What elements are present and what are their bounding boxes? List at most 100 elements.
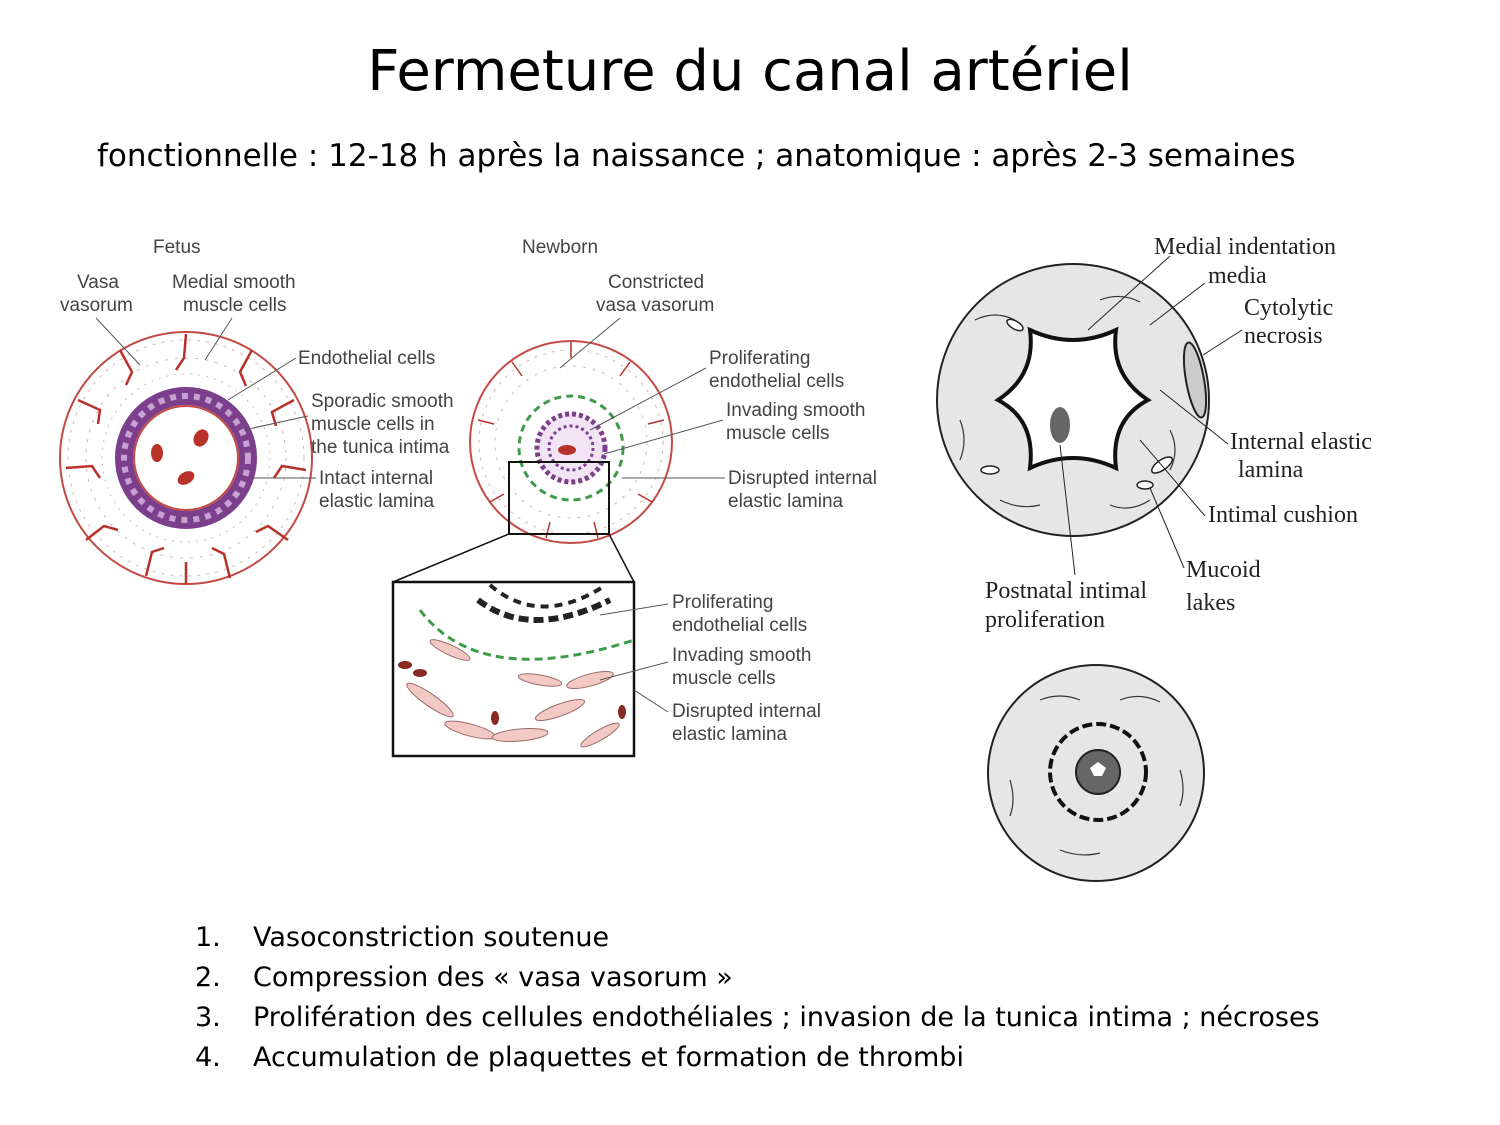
list-item: 3. Prolifération des cellules endothélial… xyxy=(195,998,1320,1038)
inset-endothelium xyxy=(476,597,612,623)
leader-line xyxy=(1059,444,1076,576)
fetus-diagram: Fetus Vasa vasorum Media xyxy=(59,237,454,585)
inset-prolif-label: endothelial cells xyxy=(672,615,807,636)
leader-line xyxy=(559,317,621,369)
list-text: Prolifération des cellules endothéliales… xyxy=(253,1002,1320,1033)
leader-line xyxy=(227,357,297,401)
newborn-disrupted-label: Disrupted internal xyxy=(728,468,877,489)
fetus-media-texture xyxy=(85,357,287,559)
inset-invading-label: muscle cells xyxy=(672,668,775,689)
newborn-vasa-vasorum xyxy=(477,342,665,539)
list-text: Vasoconstriction soutenue xyxy=(253,922,610,953)
newborn-zoom-box xyxy=(508,461,610,535)
newborn-prolif-label: endothelial cells xyxy=(709,371,844,392)
leader-line xyxy=(599,661,669,681)
fetus-vasa-label: vasorum xyxy=(60,295,133,316)
fetus-endothelial-label: Endothelial cells xyxy=(298,348,435,369)
fetus-intact-label: elastic lamina xyxy=(319,491,435,512)
newborn-invading-label: muscle cells xyxy=(726,423,829,444)
fetus-intact-label: Intact internal xyxy=(319,468,433,489)
leader-line xyxy=(589,367,707,431)
leader-line xyxy=(599,603,669,616)
leader-line xyxy=(1159,389,1229,445)
newborn-heading: Newborn xyxy=(522,237,598,258)
closure-internal-lamina-label: lamina xyxy=(1238,457,1304,483)
newborn-invading-label: Invading smooth xyxy=(726,400,865,421)
closed-media-texture xyxy=(1009,695,1184,856)
closure-mucoid-lakes xyxy=(980,318,1173,490)
fetus-red-cell xyxy=(193,429,209,447)
newborn-diagram: Newborn Constricted vasa vasorum Prolife… xyxy=(392,237,877,583)
closure-diagram: Medial indentation media Cytolytic necro… xyxy=(936,234,1372,633)
closure-cushion-label: Intimal cushion xyxy=(1208,502,1358,528)
list-number: 1. xyxy=(195,922,221,953)
leader-line xyxy=(1202,329,1243,356)
newborn-red-cell xyxy=(558,445,576,455)
zoom-connector xyxy=(608,533,635,583)
closed-internal-lamina xyxy=(1048,722,1148,822)
leader-line xyxy=(603,419,724,455)
fetus-lumen xyxy=(133,405,239,511)
newborn-endothelial-layer xyxy=(547,424,595,472)
leader-line xyxy=(204,317,233,361)
closure-internal-lamina xyxy=(1029,328,1117,342)
fetus-media-texture xyxy=(67,339,305,577)
inset-prolif-label: Proliferating xyxy=(672,592,773,613)
fetus-sporadic-label: the tunica intima xyxy=(311,437,450,458)
leader-line xyxy=(243,415,309,431)
leader-line xyxy=(1149,282,1206,326)
inset-disrupted-label: elastic lamina xyxy=(672,724,788,745)
closure-media-texture xyxy=(959,295,1176,509)
fetus-vasa-vasorum xyxy=(65,333,307,584)
leader-line xyxy=(1149,487,1185,569)
closure-postnatal-label: Postnatal intimal xyxy=(985,578,1147,604)
slide-title: Fermeture du canal artériel xyxy=(367,39,1133,104)
closure-postnatal-label: proliferation xyxy=(985,607,1105,633)
list-text: Compression des « vasa vasorum » xyxy=(253,962,733,993)
leader-line xyxy=(633,689,669,713)
fetus-red-cell xyxy=(151,444,163,462)
closure-cytolytic-necrosis xyxy=(1182,341,1208,419)
closure-medial-indentation-label: Medial indentation xyxy=(1154,234,1336,260)
fetus-endothelial-layer xyxy=(121,393,251,523)
closure-mucoid-label: Mucoid xyxy=(1186,557,1261,583)
closure-cytolytic-label: necrosis xyxy=(1244,323,1323,349)
inset-diagram: Proliferating endothelial cells Invading… xyxy=(391,580,821,758)
list-number: 3. xyxy=(195,1002,221,1033)
closure-steps-list: 1. Vasoconstriction soutenue 2. Compressio… xyxy=(195,918,1320,1078)
inset-disrupted-lamina xyxy=(418,609,635,661)
list-number: 2. xyxy=(195,962,221,993)
leader-line xyxy=(1139,439,1206,517)
closure-lumen xyxy=(994,326,1152,472)
list-item: 2. Compression des « vasa vasorum » xyxy=(195,958,1320,998)
closure-cytolytic-label: Cytolytic xyxy=(1244,295,1333,321)
newborn-constricted-label: vasa vasorum xyxy=(596,295,714,316)
closed-vessel-diagram xyxy=(987,664,1205,882)
fetus-heading: Fetus xyxy=(153,237,201,258)
inset-endothelium xyxy=(488,583,608,609)
closure-media-label: media xyxy=(1208,263,1267,289)
newborn-disrupted-lamina xyxy=(517,394,625,502)
closure-internal-lamina xyxy=(1029,456,1117,470)
list-number: 4. xyxy=(195,1042,221,1073)
inset-frame xyxy=(391,580,636,758)
inset-red-cells xyxy=(398,661,626,725)
zoom-connector xyxy=(392,533,510,583)
fetus-vasa-label: Vasa xyxy=(77,272,119,293)
leader-line xyxy=(95,317,141,366)
list-text: Accumulation de plaquettes et formation … xyxy=(253,1042,964,1073)
closure-thrombus xyxy=(1050,407,1070,443)
inset-disrupted-label: Disrupted internal xyxy=(672,701,821,722)
inset-invading-label: Invading smooth xyxy=(672,645,811,666)
list-item: 4. Accumulation de plaquettes et formatio… xyxy=(195,1038,1320,1078)
newborn-prolif-label: Proliferating xyxy=(709,348,810,369)
fetus-sporadic-label: Sporadic smooth xyxy=(311,391,454,412)
leader-line xyxy=(1087,255,1171,331)
diagram-canvas: Fetus Vasa vasorum Media xyxy=(59,234,1372,882)
inset-smooth-muscle-cells xyxy=(406,639,620,748)
closure-internal-lamina-label: Internal elastic xyxy=(1230,429,1372,455)
fetus-sporadic-label: muscle cells in xyxy=(311,414,435,435)
fetus-media-texture xyxy=(101,373,271,543)
list-item: 1. Vasoconstriction soutenue xyxy=(195,918,1320,958)
fetus-medial-label: muscle cells xyxy=(183,295,286,316)
